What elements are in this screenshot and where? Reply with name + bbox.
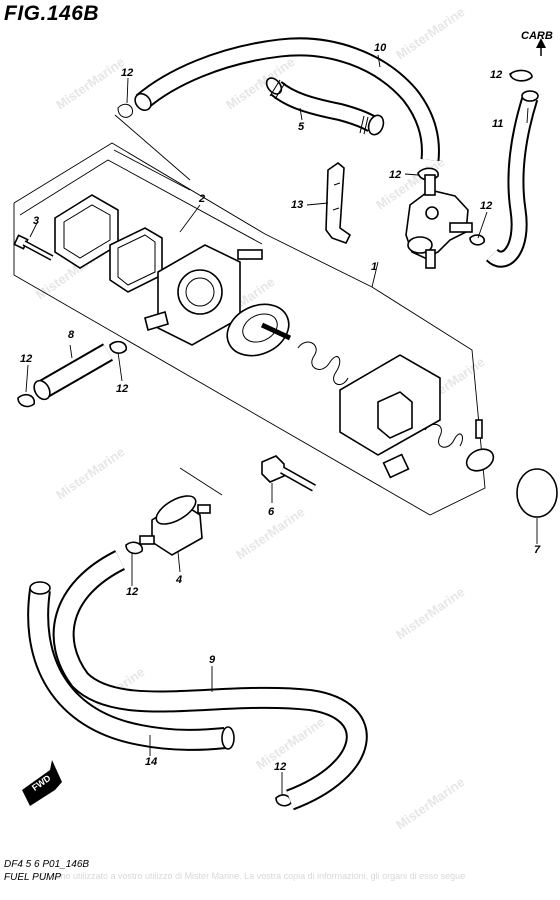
- valve-parts: [424, 419, 495, 472]
- gasket-set-2: [54, 194, 163, 293]
- watermark-text: MisterMarine: [393, 774, 467, 832]
- hose-clips: [17, 69, 533, 807]
- fuel-hose-9: [52, 550, 368, 811]
- fuel-hose-11: [485, 90, 539, 268]
- callout-13: 13: [291, 199, 303, 211]
- callout-12-h: 12: [274, 761, 286, 773]
- watermark-text: MisterMarine: [253, 714, 327, 772]
- screw-3: [13, 234, 54, 261]
- spring: [297, 341, 349, 386]
- fuel-hose-10: [134, 37, 440, 161]
- fuel-cock: [405, 174, 473, 269]
- callout-7: 7: [534, 544, 541, 556]
- bolt-6: [261, 455, 316, 492]
- watermark-text: MisterMarine: [53, 444, 127, 502]
- figure-title: FIG.146B: [4, 2, 100, 25]
- callout-12-b: 12: [490, 69, 502, 81]
- callout-12-e: 12: [20, 353, 32, 365]
- callout-4: 4: [175, 574, 182, 586]
- watermark-text: MisterMarine: [393, 584, 467, 642]
- callout-12-g: 12: [126, 586, 138, 598]
- callout-9: 9: [209, 654, 216, 666]
- footer-notice: Ci sono utilizzato a vostro utilizzo di …: [40, 871, 466, 881]
- watermark-text: MisterMarine: [53, 54, 127, 112]
- fuel-filter-4: [139, 495, 211, 556]
- forward-arrow: FWD: [22, 760, 62, 806]
- diagram-code: DF4 5 6 P01_146B: [4, 859, 90, 870]
- bracket-13: [325, 161, 352, 244]
- leader-lines: [25, 54, 538, 795]
- fuel-pipe-14: [27, 581, 235, 751]
- callout-labels: 10 5 13 12 12 11 12 12 3 2 1 8 12 12 7 6…: [20, 42, 541, 773]
- fuel-pipe-5: [265, 77, 385, 136]
- o-ring-7: [516, 468, 558, 518]
- callout-12-f: 12: [116, 383, 128, 395]
- watermark-text: MisterMarine: [393, 4, 467, 62]
- callout-12-c: 12: [480, 200, 492, 212]
- pump-cover: [339, 354, 441, 479]
- diagram-name: FUEL PUMP: [4, 872, 62, 883]
- assembly-outline: [13, 114, 486, 516]
- callout-12-d: 12: [121, 67, 133, 79]
- callout-3: 3: [33, 215, 39, 227]
- pipe-8: [33, 343, 113, 401]
- carb-arrow: [536, 38, 546, 56]
- callout-11: 11: [492, 118, 503, 130]
- callout-2: 2: [198, 193, 205, 205]
- carb-label: CARB: [521, 30, 553, 42]
- diaphragm: [226, 303, 292, 357]
- callout-5: 5: [298, 121, 305, 133]
- callout-10: 10: [374, 42, 387, 54]
- callout-1: 1: [371, 261, 377, 273]
- callout-6: 6: [268, 506, 275, 518]
- callout-8: 8: [68, 329, 75, 341]
- callout-14: 14: [145, 756, 157, 768]
- callout-12-a: 12: [389, 169, 401, 181]
